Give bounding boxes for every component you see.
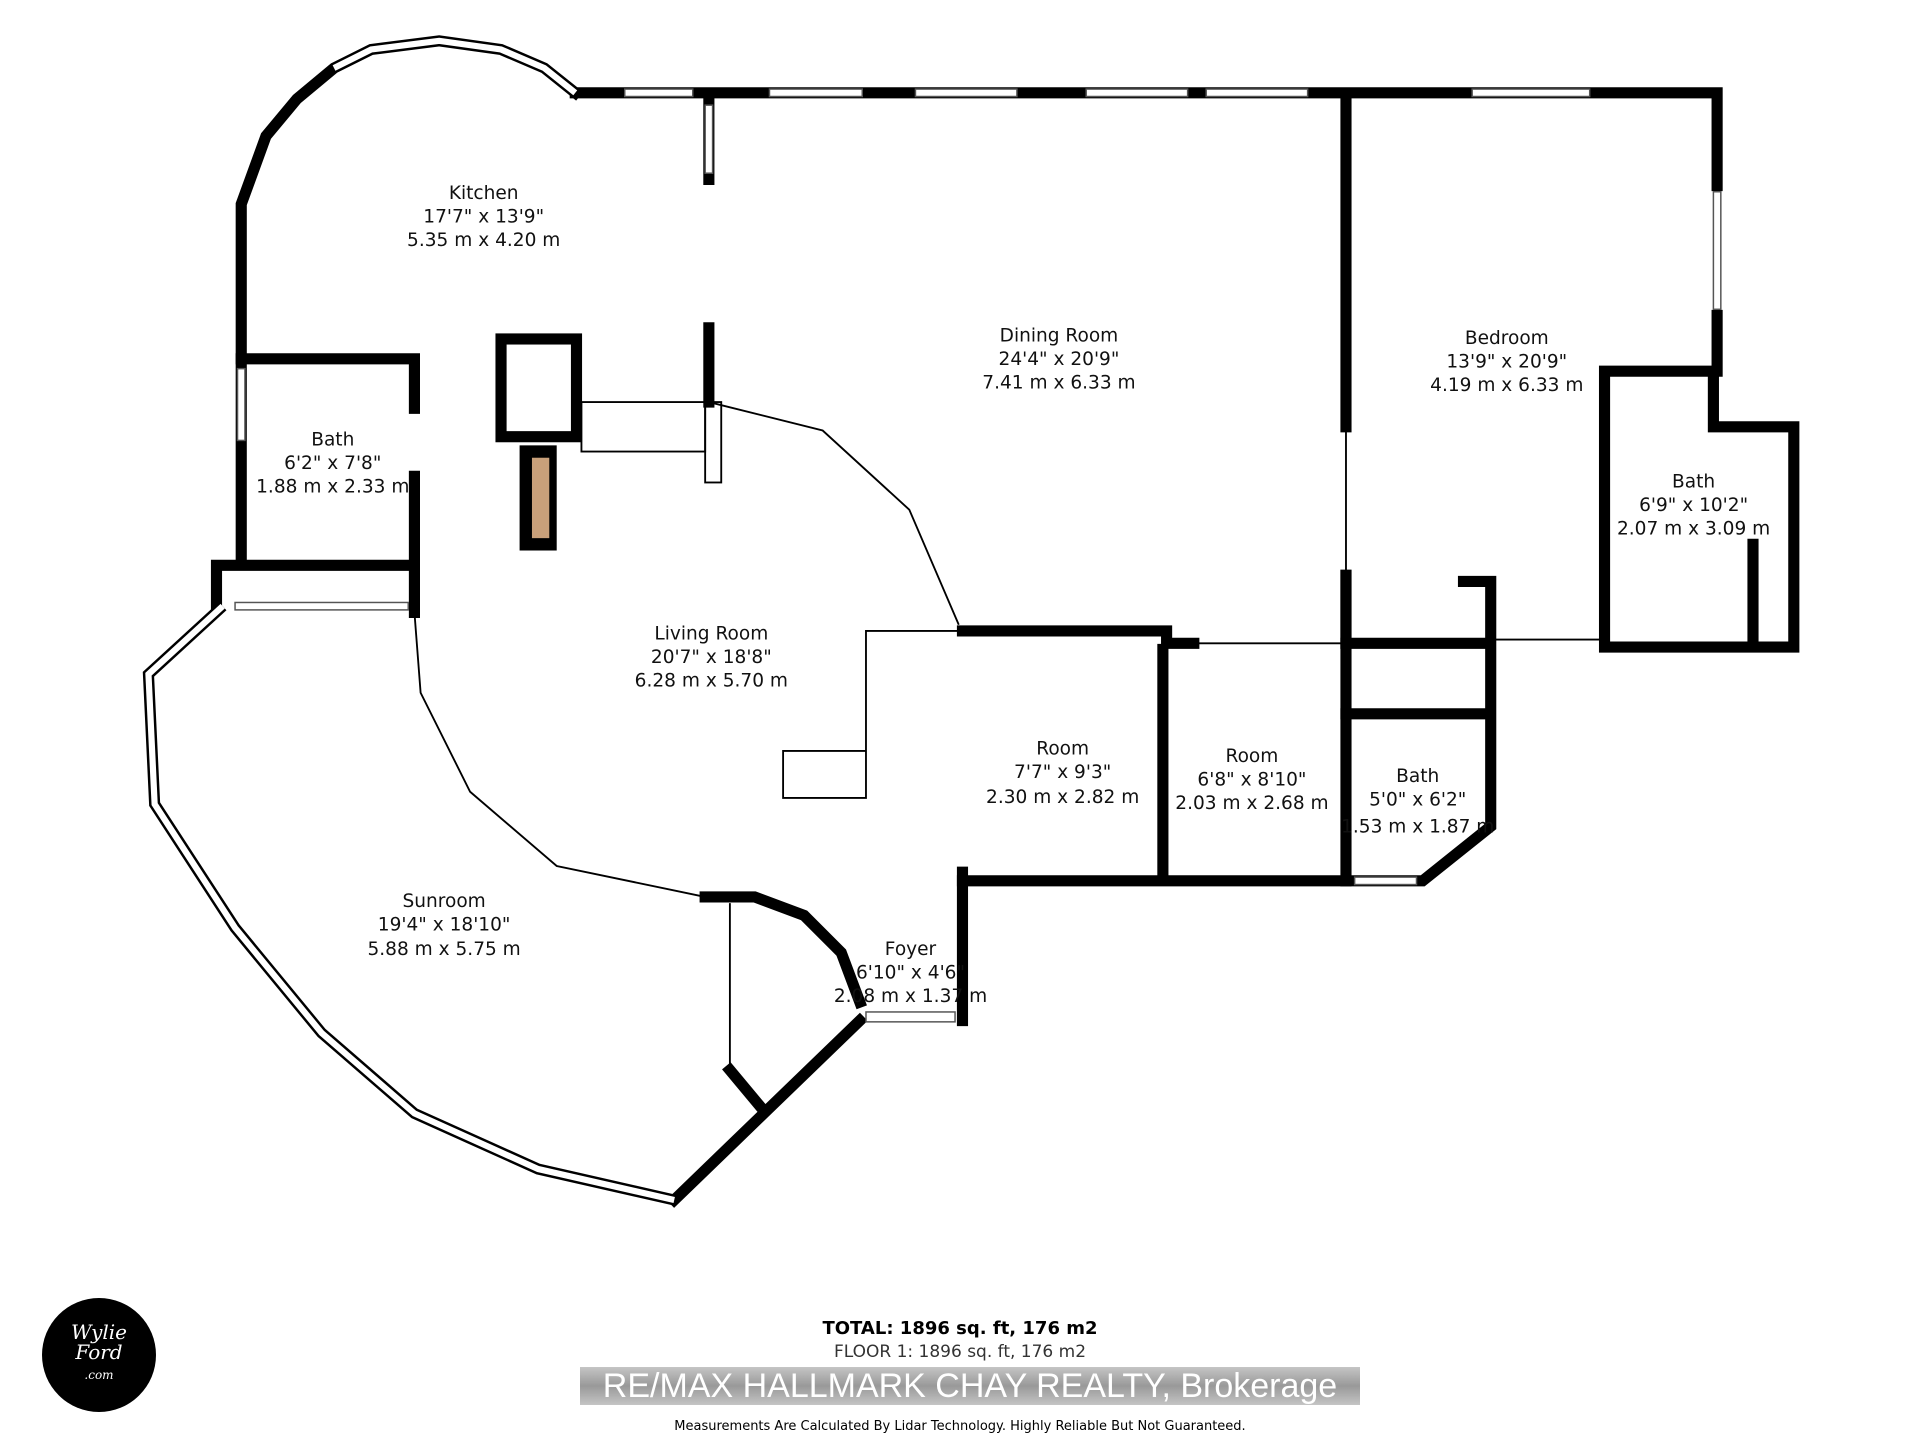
room-name-bath-1: Bath	[311, 429, 354, 450]
room-imperial-bath-2: 6'9" x 10'2"	[1639, 495, 1748, 516]
interior-lines	[413, 401, 1605, 1071]
room-imperial-sunroom: 19'4" x 18'10"	[378, 914, 511, 935]
room-name-bath-2: Bath	[1672, 471, 1715, 492]
room-imperial-room-2: 6'8" x 8'10"	[1197, 770, 1306, 791]
room-imperial-living: 20'7" x 18'8"	[651, 647, 772, 668]
room-metric-sunroom: 5.88 m x 5.75 m	[367, 939, 520, 960]
room-imperial-room-1: 7'7" x 9'3"	[1014, 762, 1111, 783]
sunroom-windows	[142, 37, 676, 1206]
room-name-sunroom: Sunroom	[402, 891, 485, 912]
walls	[210, 35, 1800, 1208]
room-name-bedroom: Bedroom	[1465, 328, 1549, 349]
room-name-kitchen: Kitchen	[449, 183, 519, 204]
room-metric-foyer: 2.08 m x 1.37 m	[834, 986, 987, 1007]
brokerage-watermark: RE/MAX HALLMARK CHAY REALTY, Brokerage	[580, 1367, 1360, 1405]
room-imperial-bedroom: 13'9" x 20'9"	[1446, 351, 1567, 372]
room-metric-room-1: 2.30 m x 2.82 m	[986, 787, 1139, 808]
room-imperial-foyer: 6'10" x 4'6"	[856, 963, 965, 984]
room-imperial-bath-1: 6'2" x 7'8"	[284, 453, 381, 474]
room-name-bath-3: Bath	[1396, 766, 1439, 787]
room-name-room-2: Room	[1226, 746, 1279, 767]
room-name-room-1: Room	[1036, 739, 1089, 760]
room-metric-dining: 7.41 m x 6.33 m	[982, 372, 1135, 393]
windows	[234, 88, 1722, 1023]
room-metric-bath-1: 1.88 m x 2.33 m	[256, 476, 409, 497]
room-metric-kitchen: 5.35 m x 4.20 m	[407, 230, 560, 251]
room-imperial-bath-3: 5'0" x 6'2"	[1369, 789, 1466, 810]
measurement-disclaimer: Measurements Are Calculated By Lidar Tec…	[674, 1419, 1246, 1434]
room-metric-bath-3: 1.53 m x 1.87 m	[1341, 817, 1494, 838]
room-metric-bedroom: 4.19 m x 6.33 m	[1430, 375, 1583, 396]
room-imperial-kitchen: 17'7" x 13'9"	[423, 207, 544, 228]
room-metric-room-2: 2.03 m x 2.68 m	[1175, 793, 1328, 814]
room-imperial-dining: 24'4" x 20'9"	[999, 349, 1120, 370]
room-name-foyer: Foyer	[885, 939, 937, 960]
floor-area: FLOOR 1: 1896 sq. ft, 176 m2	[833, 1342, 1087, 1362]
room-metric-living: 6.28 m x 5.70 m	[635, 671, 788, 692]
room-labels: Kitchen 17'7" x 13'9" 5.35 m x 4.20 m Di…	[256, 183, 1770, 1007]
room-metric-bath-2: 2.07 m x 3.09 m	[1617, 518, 1770, 539]
room-name-dining: Dining Room	[1000, 325, 1119, 346]
total-area: TOTAL: 1896 sq. ft, 176 m2	[822, 1318, 1098, 1339]
room-name-living: Living Room	[654, 624, 768, 645]
